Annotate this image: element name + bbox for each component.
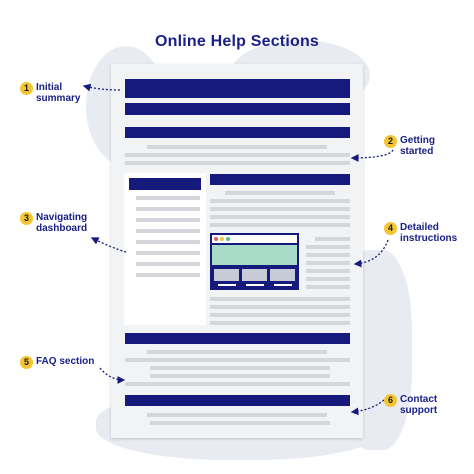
callout-3: 3 Navigating dashboard [20, 212, 87, 234]
content-line [210, 297, 350, 301]
faq-line [125, 382, 350, 386]
header-bar [125, 79, 350, 98]
callout-1: 1 Initial summary [20, 82, 80, 104]
arrow-2 [350, 149, 394, 162]
content-line [210, 199, 350, 203]
callout-badge: 4 [384, 222, 397, 235]
content-line [306, 261, 350, 265]
callout-badge: 3 [20, 212, 33, 225]
faq-line [150, 374, 330, 378]
callout-label: Initial summary [36, 82, 81, 104]
browser-card [270, 269, 295, 281]
callout-label: Getting started [400, 135, 435, 157]
contact-line [147, 413, 327, 417]
content-header-bar [210, 174, 350, 185]
browser-card [214, 269, 239, 281]
sidebar-line [136, 262, 200, 266]
callout-badge: 5 [20, 356, 33, 369]
callout-4: 4 Detailed instructions [384, 222, 457, 244]
content-line [306, 285, 350, 289]
content-line [315, 237, 350, 241]
callout-2: 2 Getting started [384, 135, 435, 157]
window-dot-icon [220, 237, 224, 241]
text-line [125, 161, 350, 165]
arrow-6 [350, 399, 385, 416]
callout-badge: 1 [20, 82, 33, 95]
content-line [306, 269, 350, 273]
arrow-1 [82, 83, 121, 92]
callout-label: Detailed instructions [400, 222, 458, 244]
content-line [225, 191, 335, 195]
arrow-5 [99, 367, 126, 384]
sidebar-line [136, 207, 200, 211]
sidebar-header-bar [129, 178, 201, 190]
browser-line [274, 284, 292, 286]
browser-card [242, 269, 267, 281]
contact-section-bar [125, 395, 350, 406]
callout-6: 6 Contact support [384, 394, 437, 416]
sidebar-line [136, 218, 200, 222]
content-line [210, 305, 350, 309]
section-bar [125, 127, 350, 138]
content-line [210, 207, 350, 211]
callout-badge: 6 [384, 394, 397, 407]
callout-label: FAQ section [36, 356, 95, 367]
sidebar-line [136, 273, 200, 277]
arrow-4 [353, 239, 389, 268]
window-dot-icon [214, 237, 218, 241]
text-line [125, 153, 350, 157]
diagram-title: Online Help Sections [154, 33, 320, 50]
content-line [210, 223, 350, 227]
callout-label: Contact support [400, 394, 438, 416]
content-line [306, 245, 350, 249]
arrow-3 [90, 237, 127, 253]
content-line [210, 313, 350, 317]
sidebar-line [136, 229, 200, 233]
sidebar-line [136, 196, 200, 200]
content-line [306, 253, 350, 257]
contact-line [150, 421, 330, 425]
content-line [210, 215, 350, 219]
faq-line [150, 366, 330, 370]
callout-5: 5 FAQ section [20, 356, 94, 369]
subheader-bar [125, 103, 350, 115]
sidebar-line [136, 240, 200, 244]
text-line [147, 145, 327, 149]
callout-label: Navigating dashboard [36, 212, 88, 234]
browser-hero-block [212, 245, 297, 265]
sidebar-line [136, 251, 200, 255]
callout-badge: 2 [384, 135, 397, 148]
browser-line [246, 284, 264, 286]
content-line [210, 321, 350, 325]
browser-toolbar [212, 235, 297, 243]
faq-section-bar [125, 333, 350, 344]
faq-line [125, 358, 350, 362]
browser-line [218, 284, 236, 286]
content-line [306, 277, 350, 281]
faq-line [147, 350, 327, 354]
window-dot-icon [226, 237, 230, 241]
browser-screenshot [210, 233, 299, 290]
